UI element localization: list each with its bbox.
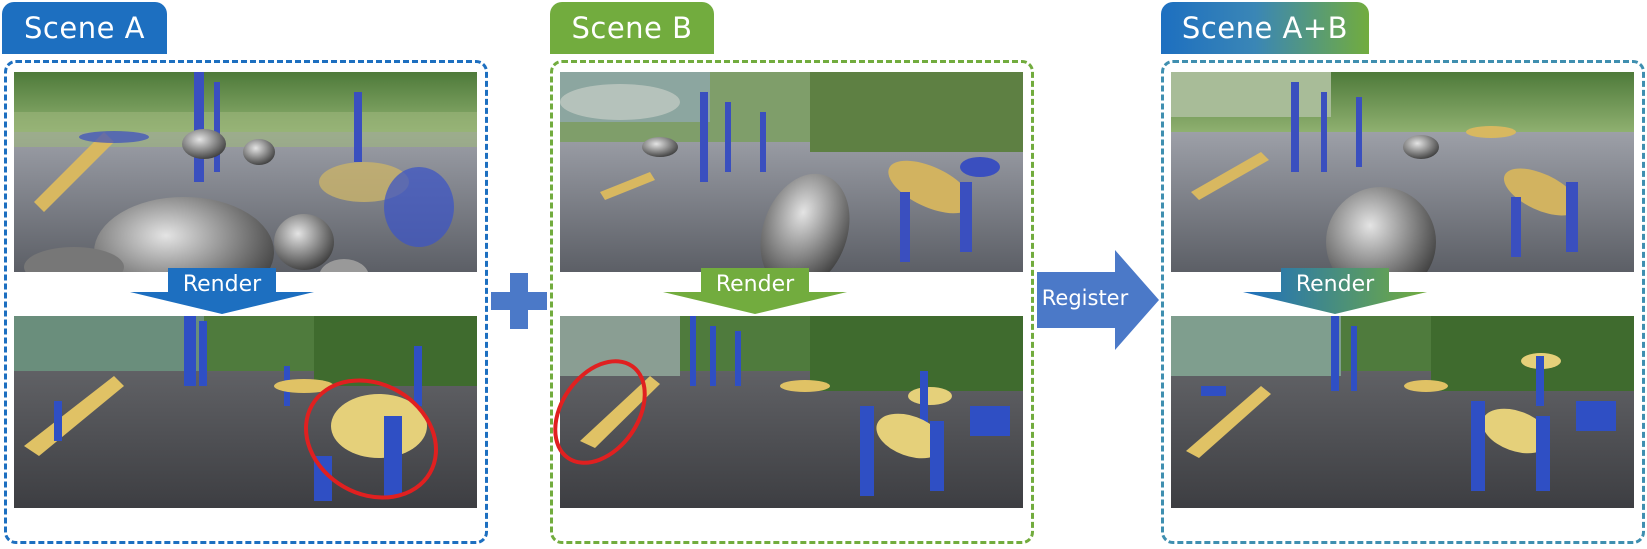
scene-ab-render-label: Render [1295, 272, 1375, 297]
scene-b-artifact-circle [553, 359, 647, 465]
scene-a-panel [4, 60, 488, 544]
scene-b-panel [550, 60, 1034, 544]
scene-b-render-label: Render [715, 272, 795, 297]
scene-ab-panel [1161, 60, 1645, 544]
scene-a-gaussian-image [14, 72, 477, 272]
scene-a-tab: Scene A [2, 2, 167, 54]
scene-ab-tab: Scene A+B [1161, 2, 1369, 54]
scene-a-render-label: Render [182, 272, 262, 297]
register-label: Register [1041, 286, 1129, 310]
scene-b-tab: Scene B [550, 2, 714, 54]
scene-ab-render-arrow [1243, 268, 1427, 314]
scene-a-artifact-circle [304, 378, 438, 500]
scene-ab-gaussian-image [1171, 72, 1634, 272]
scene-b-gaussian-image [560, 72, 1023, 272]
scene-a-render-arrow [130, 268, 314, 314]
scene-b-rendered-image [560, 316, 1023, 508]
scene-a-rendered-image [14, 316, 477, 508]
plus-icon [491, 273, 547, 329]
register-arrow [1037, 250, 1159, 350]
scene-b-render-arrow [663, 268, 847, 314]
scene-ab-rendered-image [1171, 316, 1634, 508]
